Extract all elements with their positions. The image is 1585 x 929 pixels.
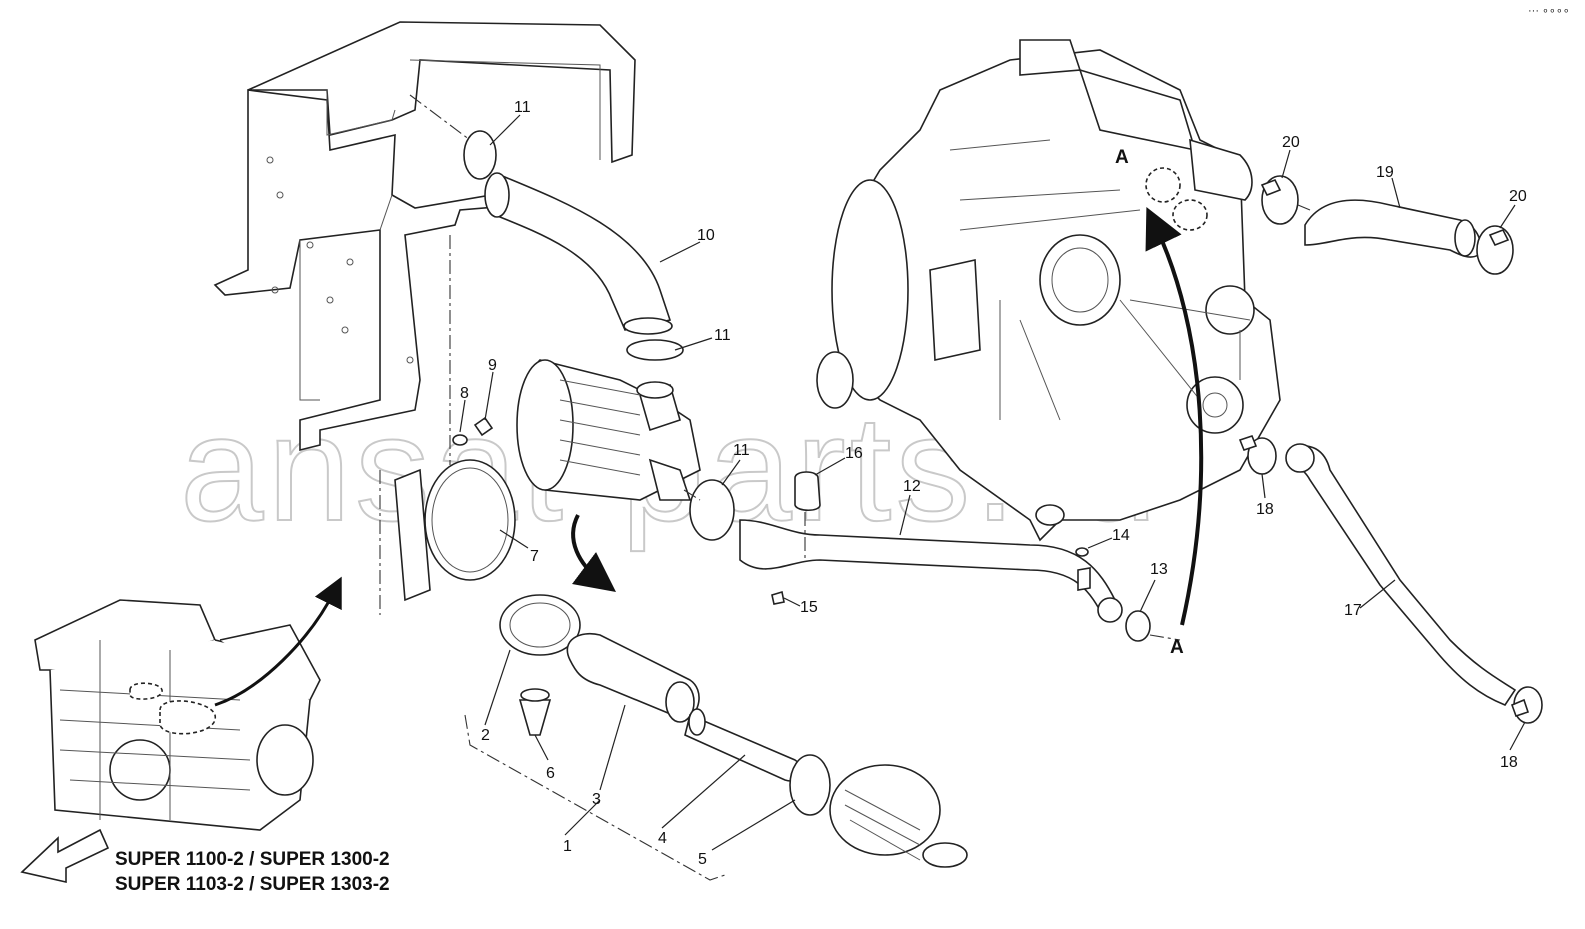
clamp-11-lower [689,479,735,541]
machine-frame [213,21,636,452]
callout-2: 2 [481,727,490,744]
main-element-3 [566,633,700,723]
clamp-13 [1125,610,1151,642]
direction-arrow [571,514,616,593]
callout-12: 12 [903,478,921,495]
callout-7: 7 [530,548,539,565]
dashline-19 [1297,204,1311,211]
dashline-hose12 [1149,634,1181,641]
corner-marks: ··· ∘∘∘∘ [1528,5,1570,17]
cover-2 [499,594,581,656]
callout-4: 4 [658,830,667,847]
model-line-2: SUPER 1103-2 / SUPER 1303-2 [115,874,390,895]
callout-16: 16 [845,445,863,462]
callout-18-top: 18 [1256,501,1274,518]
callout-20-left: 20 [1282,134,1300,151]
dust-valve-6 [518,688,552,736]
dashline-outlet [683,489,701,501]
o-ring-5 [789,754,831,816]
callout-14: 14 [1112,527,1130,544]
callout-17: 17 [1344,602,1362,619]
detail-marker-a-top: A [1115,147,1129,168]
detail-marker-a-bottom: A [1170,637,1184,658]
hose-19 [1304,199,1482,258]
view-direction-arrow-icon [20,828,110,884]
callout-18-bottom: 18 [1500,754,1518,771]
plug-15 [771,590,785,605]
engine-block [816,39,1281,542]
callout-8: 8 [460,385,469,402]
machine-thumbnail [34,576,342,831]
clamp-11-mid [626,339,684,361]
callout-9: 9 [488,357,497,374]
callouts: 11 10 11 9 8 7 2 6 3 1 4 5 11 16 12 14 1… [460,99,1527,868]
callout-13: 13 [1150,561,1168,578]
safety-element-4 [684,708,804,782]
hose-12 [739,519,1123,623]
callout-6: 6 [546,765,555,782]
callout-1: 1 [563,838,572,855]
callout-10: 10 [697,227,715,244]
model-line-1: SUPER 1100-2 / SUPER 1300-2 [115,849,390,870]
callout-19: 19 [1376,164,1394,181]
filter-assembly [829,764,968,868]
callout-20-right: 20 [1509,188,1527,205]
cap-16 [794,471,821,512]
callout-11-lower: 11 [733,442,750,459]
detail-arrow-a [1145,206,1204,626]
callout-5: 5 [698,851,707,868]
hose-17 [1285,443,1517,706]
washer-8 [452,434,468,446]
dashline-kit-1 [464,714,726,881]
clamp-11-top [463,130,497,180]
bolt-9 [473,416,494,437]
air-cleaner-housing [516,359,701,501]
dashline-clamp [409,94,471,141]
mounting-band-7 [394,459,516,602]
callout-15: 15 [800,599,818,616]
nipple-14 [1077,567,1091,591]
callout-3: 3 [592,791,601,808]
callout-11-top: 11 [514,99,531,116]
leader-lines [459,114,1526,851]
intake-hose-10 [484,172,673,335]
callout-11-mid: 11 [714,327,731,344]
